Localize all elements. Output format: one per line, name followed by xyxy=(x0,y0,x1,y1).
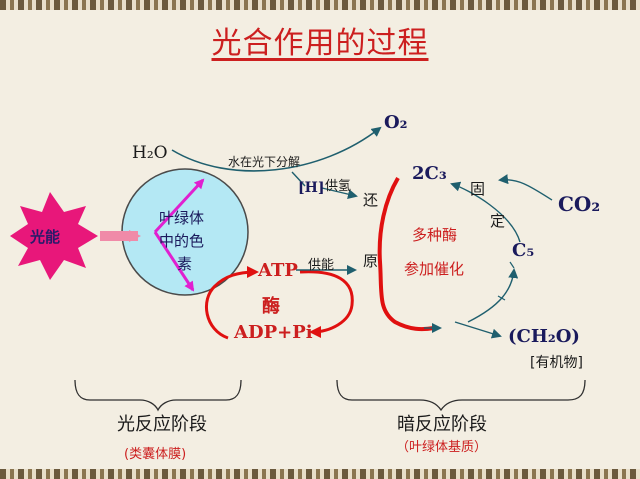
light-stage-brace xyxy=(74,379,242,412)
reduction-line xyxy=(377,176,435,332)
enzyme-label: 酶 xyxy=(262,296,280,317)
dark-stage-label: 暗反应阶段 xyxy=(397,414,487,435)
water-to-oxygen-arrow xyxy=(171,126,382,172)
dark-stage-brace xyxy=(336,379,586,412)
ch2o-label: (CH₂O) xyxy=(508,326,580,347)
chlorophyll-label-1: 叶绿体 xyxy=(159,209,205,227)
arc-tick-2 xyxy=(509,261,515,269)
light-energy-label: 光能 xyxy=(30,228,61,246)
regeneration-arrow xyxy=(467,268,519,323)
organic-label: [有机物] xyxy=(530,355,583,371)
fixation-label-bottom: 定 xyxy=(490,212,506,230)
top-border xyxy=(0,0,640,10)
co2-fixation-arrow xyxy=(498,174,553,201)
pigment-arrow-down xyxy=(153,231,195,292)
atp-to-adp-arrow xyxy=(299,270,354,338)
reduction-label-top: 还 xyxy=(363,191,379,209)
fixation-label-top: 固 xyxy=(470,180,486,198)
catalysis-label: 参加催化 xyxy=(404,260,465,278)
light-stage-label: 光反应阶段 xyxy=(117,414,207,435)
h-branch-line xyxy=(291,171,306,187)
hydrogen-supply-label: 供氢 xyxy=(325,179,352,194)
light-energy-star xyxy=(10,192,98,280)
chlorophyll-label-2: 中的色 xyxy=(159,232,205,250)
bottom-border xyxy=(0,469,640,479)
chlorophyll-label-3: 素 xyxy=(177,255,193,273)
c5-to-c3-arrow xyxy=(450,181,521,243)
water-split-label: 水在光下分解 xyxy=(228,155,301,169)
adp-label: ADP+Pi xyxy=(234,322,313,343)
c5-label: C₅ xyxy=(512,240,535,261)
co2-label: CO₂ xyxy=(558,192,601,216)
hydrogen-supply-arrow xyxy=(321,187,358,200)
hydrogen-label: [H] xyxy=(298,180,325,196)
energy-supply-label: 供能 xyxy=(308,258,335,273)
to-ch2o-arrow xyxy=(454,321,502,339)
water-label: H₂O xyxy=(132,143,168,163)
light-stage-site: (类囊体膜) xyxy=(124,447,187,462)
arc-tick-1 xyxy=(497,295,506,301)
dark-stage-site: （叶绿体基质） xyxy=(396,440,488,455)
reduction-label-bottom: 原 xyxy=(363,252,379,270)
page-title: 光合作用的过程 xyxy=(211,26,429,61)
oxygen-label: O₂ xyxy=(384,112,408,133)
pigment-arrow-up xyxy=(153,178,205,234)
atp-label: ATP xyxy=(258,260,298,281)
enzymes-label: 多种酶 xyxy=(412,226,458,244)
adp-to-atp-arrow xyxy=(205,266,259,340)
c3-label: 2C₃ xyxy=(412,163,447,184)
